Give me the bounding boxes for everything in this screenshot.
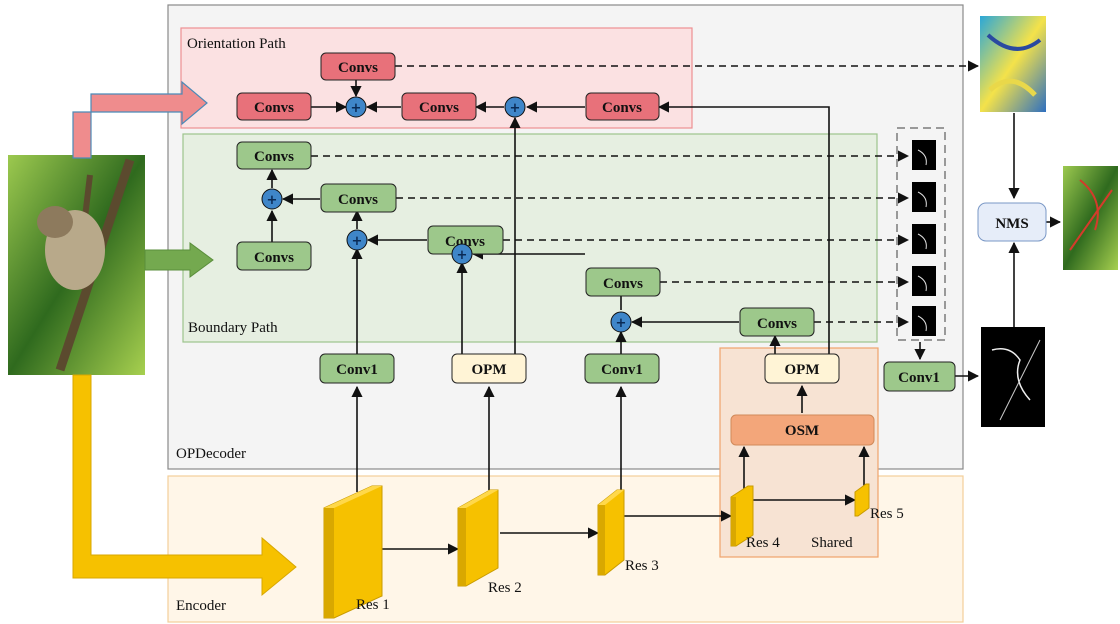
svg-text:Convs: Convs — [603, 276, 643, 292]
svg-text:Convs: Convs — [254, 149, 294, 165]
shared-label: Shared — [811, 535, 853, 551]
plus-node-boundary-2: + — [346, 229, 368, 251]
svg-text:Convs: Convs — [338, 192, 378, 208]
svg-text:Conv1: Conv1 — [898, 370, 940, 386]
boundary-convs-3: Convs — [236, 241, 312, 271]
opm-block-1: OPM — [451, 353, 527, 384]
plus-node-orient-2: + — [504, 96, 526, 118]
res3-label: Res 3 — [625, 558, 659, 574]
svg-text:Convs: Convs — [757, 316, 797, 332]
orientation-convs-right: Convs — [585, 92, 660, 121]
boundary-convs-1: Convs — [236, 141, 312, 170]
svg-text:NMS: NMS — [995, 216, 1028, 232]
svg-text:Conv1: Conv1 — [601, 362, 643, 378]
res4-label: Res 4 — [746, 535, 780, 551]
plus-node-boundary-4: + — [610, 311, 632, 333]
svg-text:Convs: Convs — [254, 250, 294, 266]
res1-feature — [323, 485, 383, 619]
svg-text:+: + — [510, 101, 521, 116]
boundary-convs-5: Convs — [585, 267, 661, 297]
plus-node-boundary-3: + — [451, 243, 473, 265]
conv1-block-output: Conv1 — [883, 361, 956, 392]
boundary-convs-2: Convs — [320, 183, 397, 213]
svg-text:Convs: Convs — [419, 100, 459, 116]
conv1-block-2: Conv1 — [584, 353, 660, 384]
svg-text:OSM: OSM — [785, 423, 819, 439]
boundary-convs-4: Convs — [427, 225, 504, 255]
boundary-convs-6: Convs — [739, 307, 815, 337]
green-input-arrow — [144, 242, 214, 278]
osm-block: OSM — [730, 414, 875, 446]
decoder-label: OPDecoder — [176, 446, 246, 462]
svg-text:OPM: OPM — [785, 362, 820, 378]
res4-feature — [730, 485, 754, 547]
svg-text:+: + — [351, 101, 362, 116]
boundary-path-label: Boundary Path — [188, 320, 278, 336]
orientation-map-image — [980, 16, 1046, 112]
res2-label: Res 2 — [488, 580, 522, 596]
red-input-arrow — [72, 80, 208, 159]
gold-input-arrow — [72, 374, 297, 597]
svg-text:+: + — [616, 316, 627, 331]
svg-text:Convs: Convs — [602, 100, 642, 116]
svg-text:+: + — [457, 248, 468, 263]
svg-text:+: + — [352, 234, 363, 249]
final-output-image — [1063, 166, 1118, 270]
nms-block: NMS — [977, 202, 1047, 242]
svg-text:Convs: Convs — [445, 234, 485, 250]
edge-map-image — [981, 327, 1045, 427]
plus-node-boundary-1: + — [261, 188, 283, 210]
res5-feature — [854, 483, 870, 517]
orientation-path-label: Orientation Path — [187, 36, 286, 52]
res3-feature — [597, 489, 625, 576]
orientation-convs-mid: Convs — [401, 92, 477, 121]
encoder-label: Encoder — [176, 598, 226, 614]
svg-text:Convs: Convs — [338, 60, 378, 76]
conv1-block-1: Conv1 — [319, 353, 395, 384]
res5-label: Res 5 — [870, 506, 904, 522]
svg-text:OPM: OPM — [472, 362, 507, 378]
orientation-convs-left: Convs — [236, 92, 312, 121]
svg-text:Conv1: Conv1 — [336, 362, 378, 378]
res1-label: Res 1 — [356, 597, 390, 613]
opm-block-2: OPM — [764, 353, 840, 384]
side-output-thumbnails — [912, 140, 936, 336]
plus-node-orient-1: + — [345, 96, 367, 118]
orientation-convs-top: Convs — [320, 52, 396, 81]
svg-text:Convs: Convs — [254, 100, 294, 116]
res2-feature — [457, 489, 499, 587]
input-image — [8, 155, 145, 375]
svg-text:+: + — [267, 193, 278, 208]
